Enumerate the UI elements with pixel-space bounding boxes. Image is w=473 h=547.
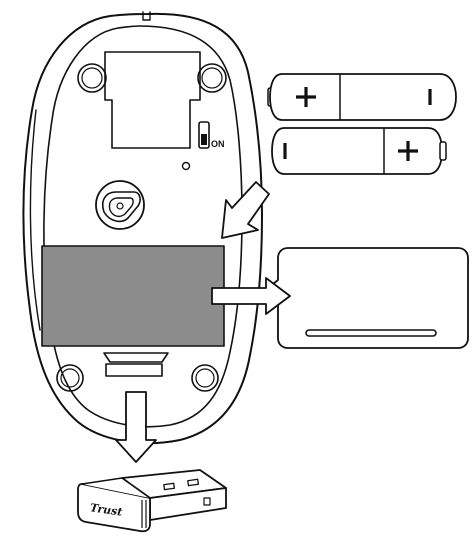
power-switch bbox=[198, 121, 210, 149]
skid-foot-bottom-right bbox=[191, 364, 219, 392]
arrow-receiver-down bbox=[115, 391, 157, 463]
label-card bbox=[267, 247, 469, 349]
battery-top bbox=[267, 73, 457, 121]
battery-top-plus-sign bbox=[296, 87, 316, 107]
label-area bbox=[41, 245, 225, 347]
skid-foot-bottom-left bbox=[56, 364, 84, 392]
mouse-top-notch bbox=[142, 11, 151, 21]
switch-on-label: ON bbox=[211, 139, 225, 149]
arrow-label-to-card bbox=[211, 277, 291, 315]
label-card-stripe bbox=[305, 329, 437, 337]
usb-nano-receiver bbox=[77, 469, 227, 533]
battery-compartment-cover bbox=[104, 51, 201, 149]
skid-foot-top-left bbox=[77, 63, 107, 93]
receiver-brand-logo: Trust bbox=[89, 501, 123, 518]
skid-foot-top-right bbox=[197, 63, 227, 93]
arrow-batteries-to-compartment bbox=[221, 181, 270, 239]
receiver-storage-slot bbox=[103, 352, 169, 377]
mouse-side-rib bbox=[29, 109, 41, 331]
battery-bottom bbox=[271, 127, 447, 175]
battery-bottom-plus-sign bbox=[398, 141, 418, 161]
mouse-underside bbox=[22, 11, 263, 445]
sensor-indicator bbox=[181, 161, 191, 171]
optical-sensor-lens bbox=[95, 180, 145, 230]
